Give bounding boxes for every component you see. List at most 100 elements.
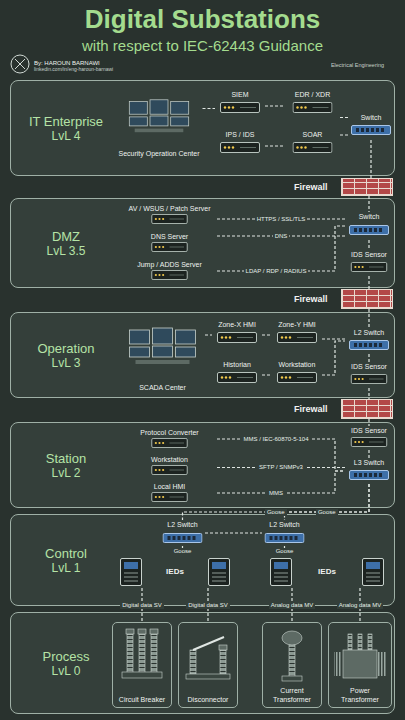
device-label: IDS Sensor bbox=[351, 250, 387, 259]
text-holder: Digital Substations bbox=[0, 4, 405, 34]
text-holder: Analog data MV bbox=[269, 602, 316, 609]
sensor-icon bbox=[351, 437, 386, 446]
connector bbox=[203, 108, 216, 109]
text-holder: Electrical Engineering bbox=[315, 62, 400, 70]
connector bbox=[182, 546, 183, 556]
connector-label: HTTPS / SSL/TLS bbox=[255, 216, 308, 223]
level-band: ControlLvL 1L2 SwitchL2 SwitchIEDsIEDs bbox=[10, 514, 395, 606]
connector bbox=[217, 467, 345, 468]
current-transformer-drawing bbox=[282, 631, 302, 681]
logo-caption: Electrical Engineering bbox=[315, 62, 400, 70]
device-label: Zone-X HMI bbox=[218, 320, 256, 329]
text-holder: Analog data MV bbox=[337, 602, 384, 609]
firewall-label: Firewall bbox=[294, 404, 328, 414]
connector bbox=[205, 334, 212, 335]
ied-icon bbox=[271, 559, 292, 586]
level-heading: Station bbox=[17, 451, 115, 466]
device-icons bbox=[121, 100, 391, 586]
text-holder: LDAP / RDP / RADIUS bbox=[244, 268, 309, 275]
heading-block: StationLvL 2 bbox=[17, 451, 115, 480]
device-label: Historian bbox=[223, 360, 251, 369]
connector-label: Analog data MV bbox=[269, 602, 316, 609]
level-number: LvL 3 bbox=[17, 356, 115, 370]
level-number: LvL 4 bbox=[17, 129, 115, 143]
device-label: SIEM bbox=[231, 90, 248, 99]
switch-icon bbox=[352, 126, 391, 135]
server-icon bbox=[278, 333, 317, 343]
server-icon bbox=[218, 373, 257, 383]
firewall-label: Firewall bbox=[294, 294, 328, 304]
text-holder: Goose bbox=[172, 548, 194, 555]
connector bbox=[141, 588, 142, 622]
text-holder: SFTP / SNMPv3 bbox=[257, 464, 305, 471]
connector bbox=[207, 588, 208, 622]
connector-label: Goose bbox=[172, 548, 194, 555]
server-icon bbox=[221, 143, 260, 153]
device-label: SOAR bbox=[303, 130, 323, 139]
connector bbox=[262, 334, 272, 335]
connector-label: Goose bbox=[316, 509, 338, 516]
text-holder: DNS bbox=[273, 233, 290, 240]
device-label: L2 Switch bbox=[167, 520, 197, 529]
heading-block: IT EnterpriseLvL 4 bbox=[17, 114, 115, 143]
server-icon bbox=[218, 333, 257, 343]
connector bbox=[183, 484, 370, 520]
device-label: Security Operation Center bbox=[119, 149, 200, 158]
text-holder: Goose bbox=[316, 509, 338, 516]
connector-label: MMS / IEC-60870-5-104 bbox=[241, 436, 310, 443]
firewall-bricks bbox=[341, 178, 393, 196]
connector bbox=[370, 140, 371, 178]
device-label: EDR / XDR bbox=[295, 90, 330, 99]
level-band: IT EnterpriseLvL 4 Security Operation Cen… bbox=[10, 80, 395, 176]
firewall-node: Firewall bbox=[290, 399, 393, 419]
disconnector-drawing bbox=[186, 637, 230, 679]
device-label: SCADA Center bbox=[139, 383, 186, 392]
heading-block: OperationLvL 3 bbox=[17, 341, 115, 370]
level-band: OperationLvL 3SCADA CenterZone-X HMIZone… bbox=[10, 312, 395, 398]
server-icon bbox=[221, 103, 260, 113]
equipment-label: Disconnector bbox=[188, 695, 229, 704]
connector bbox=[368, 196, 369, 212]
server-icon bbox=[293, 103, 332, 113]
connector bbox=[340, 134, 350, 135]
device-label: Workstation bbox=[279, 360, 316, 369]
connector bbox=[285, 484, 370, 520]
level-band: StationLvL 2Protocol ConverterWorkstatio… bbox=[10, 422, 395, 508]
text-holder: with respect to IEC-62443 Guidance bbox=[0, 37, 405, 54]
level-heading: Operation bbox=[17, 341, 115, 356]
connector bbox=[262, 374, 272, 375]
connector-label: SFTP / SNMPv3 bbox=[257, 464, 305, 471]
text-holder: By: HAROUN BARNAWI bbox=[34, 59, 184, 67]
device-label: Switch bbox=[359, 212, 380, 221]
monitor-wall bbox=[129, 100, 188, 132]
server-icon bbox=[152, 270, 187, 279]
level-heading: Process bbox=[17, 649, 115, 664]
connector bbox=[322, 341, 345, 375]
firewall-bricks bbox=[341, 399, 393, 419]
connector bbox=[368, 309, 369, 328]
connector bbox=[322, 338, 345, 339]
connector bbox=[217, 218, 345, 219]
title: Digital Substations bbox=[0, 4, 405, 34]
connector bbox=[217, 471, 345, 493]
connector-label: MMS bbox=[267, 490, 285, 497]
level-number: LvL 3.5 bbox=[17, 244, 115, 258]
device-label: Workstation bbox=[151, 455, 188, 464]
level-band: DMZLvL 3.5AV / WSUS / Patch ServerDNS Se… bbox=[10, 198, 395, 288]
connector-label: Goose bbox=[274, 548, 296, 555]
switch-icon bbox=[265, 534, 304, 543]
equipment-label: Power Transformer bbox=[331, 686, 389, 704]
equipment-label: Current Transformer bbox=[265, 686, 319, 704]
device-label: L3 Switch bbox=[354, 458, 384, 467]
connector bbox=[368, 354, 369, 362]
connector bbox=[359, 588, 360, 622]
connector-label: Digital data SV bbox=[186, 602, 230, 609]
firewall-label: Firewall bbox=[294, 182, 328, 192]
level-number: LvL 0 bbox=[17, 664, 115, 678]
sensor-icon bbox=[351, 374, 386, 383]
device-label: L2 Switch bbox=[269, 520, 299, 529]
connector bbox=[368, 388, 369, 399]
connector bbox=[265, 145, 285, 146]
server-icon bbox=[152, 242, 187, 251]
